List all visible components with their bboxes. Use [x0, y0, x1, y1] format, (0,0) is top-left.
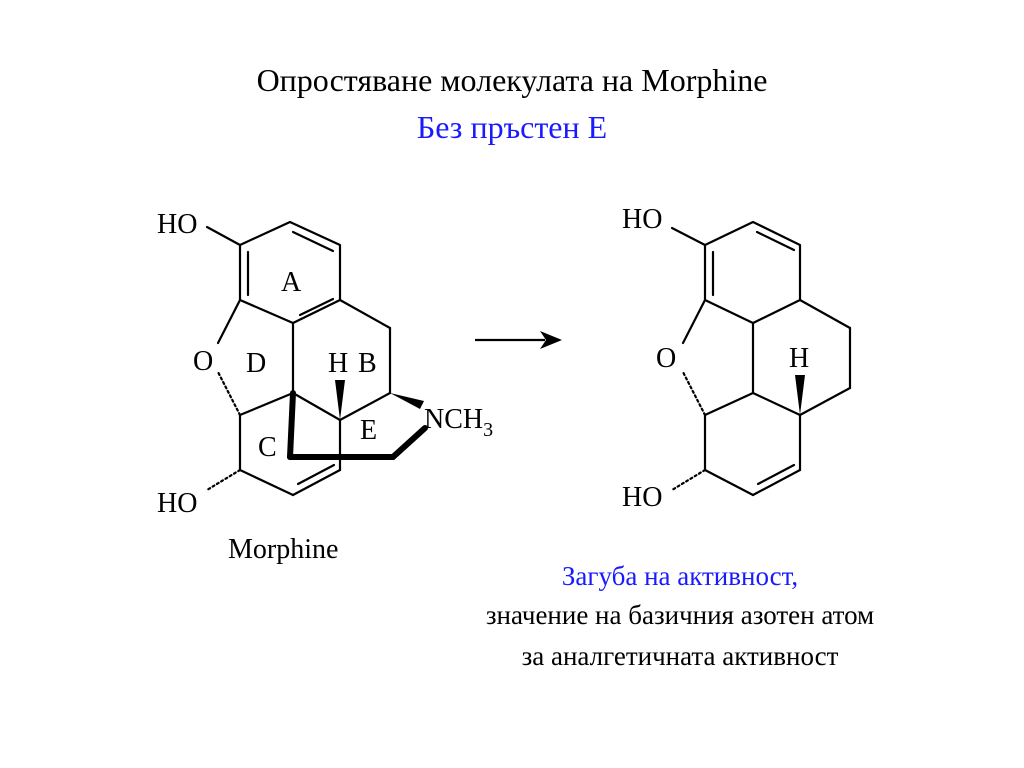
reaction-arrow	[475, 331, 562, 349]
analog-ho-top: HO	[622, 204, 662, 235]
ring-label-e: E	[360, 415, 377, 446]
conclusion-line-1: Загуба на активност,	[561, 561, 799, 591]
morphine-oxygen: O	[193, 346, 213, 377]
morphine-hydrogen: H	[328, 348, 348, 379]
analog-hydrogen: H	[789, 343, 809, 374]
morphine-nch3: NCH3	[424, 404, 493, 441]
nitrogen-group-subscript: 3	[483, 419, 493, 441]
morphine-structure	[205, 220, 428, 497]
ring-label-b: B	[358, 348, 377, 379]
analog-oxygen: O	[656, 343, 676, 374]
morphine-name: Morphine	[228, 534, 338, 565]
morphine-h-wedge	[335, 380, 345, 420]
analog-ho-bottom: HO	[622, 482, 662, 513]
ring-label-c: C	[258, 432, 277, 463]
analog-h-wedge	[795, 375, 805, 415]
conclusion-line-2: значение на базичния азотен атом	[485, 600, 875, 630]
slide-subtitle: Без пръстен Е	[416, 109, 608, 145]
ring-label-d: D	[246, 348, 266, 379]
ring-label-a: A	[281, 267, 302, 298]
nitrogen-group-label: NCH	[424, 404, 483, 435]
morphine-ho-top: HO	[157, 209, 197, 240]
analog-structure	[670, 220, 852, 497]
slide-title: Опростяване молекулата на Morphine	[256, 62, 768, 98]
conclusion-line-3: за аналгетичната активност	[521, 641, 839, 671]
morphine-ho-bottom: HO	[157, 488, 197, 519]
